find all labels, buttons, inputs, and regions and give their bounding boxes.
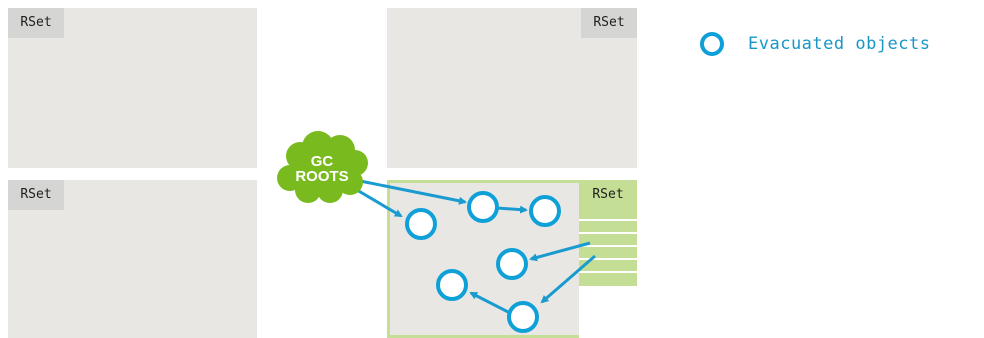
rset-entry xyxy=(579,219,637,221)
gc-roots-cloud-icon xyxy=(277,131,368,203)
rset-card xyxy=(579,210,637,286)
rset-entry xyxy=(579,232,637,234)
arrow-rset-to-object-e xyxy=(540,254,596,304)
arrow-object-e-to-object-f xyxy=(469,291,511,315)
rset-tab-bottom-left: RSet xyxy=(8,180,64,210)
rset-tab-top-left: RSet xyxy=(8,8,64,38)
gc-roots-line2: ROOTS xyxy=(295,168,349,185)
rset-entry xyxy=(579,245,637,247)
rset-entry xyxy=(579,258,637,260)
evacuated-object xyxy=(529,195,561,227)
legend: Evacuated objects xyxy=(700,32,931,56)
gc-roots-label: GC ROOTS xyxy=(282,154,362,184)
legend-label: Evacuated objects xyxy=(748,34,931,54)
rset-tab-bottom-right: RSet xyxy=(579,180,637,210)
arrow-object-b-to-object-c xyxy=(496,205,528,214)
arrow-roots-to-object-b xyxy=(359,179,467,205)
evacuated-object xyxy=(405,208,437,240)
rset-tab-top-right: RSet xyxy=(581,8,637,38)
rset-entry xyxy=(579,271,637,273)
evacuated-object xyxy=(496,248,528,280)
evacuated-object xyxy=(436,269,468,301)
arrow-rset-to-object-d xyxy=(529,241,591,262)
circle-icon xyxy=(700,32,724,56)
evacuated-object xyxy=(467,191,499,223)
gc-roots-line1: GC xyxy=(310,153,334,170)
evacuated-object xyxy=(507,301,539,333)
